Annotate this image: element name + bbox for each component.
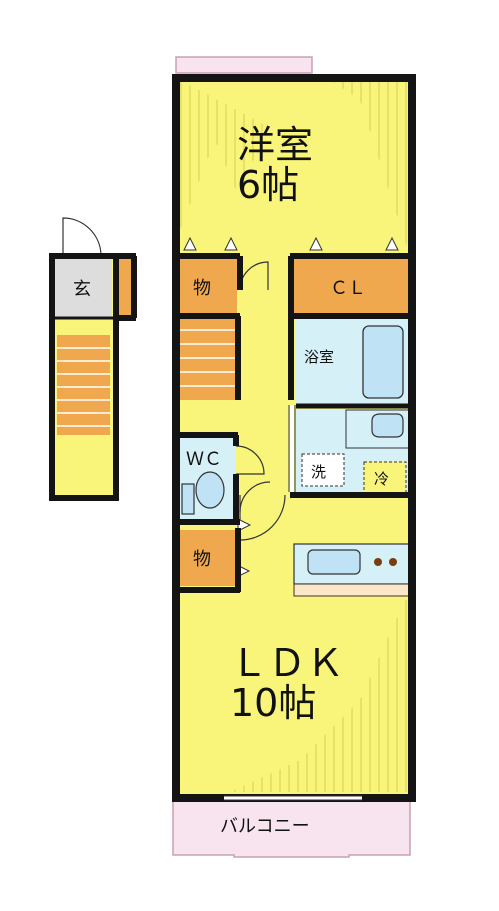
window-gaps: [224, 405, 362, 800]
closet-room: [294, 258, 411, 314]
ldk-size: 10帖: [230, 681, 316, 725]
kitchen-counter-edge: [293, 583, 410, 597]
washer-space: [301, 453, 345, 487]
kitchen-sink-icon: [307, 549, 361, 575]
entrance-label: 玄: [73, 279, 91, 300]
storage-lower-label: 物: [193, 549, 211, 570]
balcony-label: バルコニー: [220, 816, 310, 837]
entrance-stairs: [57, 335, 110, 435]
toilet-tank-icon: [181, 483, 195, 515]
western-room-hatch-right: [330, 80, 408, 250]
lower-balcony: [172, 796, 411, 858]
washer-label: 洗: [311, 463, 326, 481]
storage-lower-room: [177, 530, 237, 586]
ldk-hatch: [230, 600, 408, 792]
stove-burner-icon: [389, 558, 397, 566]
toilet-label: ＷＣ: [186, 449, 222, 470]
upper-balcony: [175, 56, 313, 74]
western-room-name: 洋室: [237, 123, 313, 167]
entrance-genkan: [54, 257, 112, 317]
door-swings: [62, 217, 286, 541]
toilet-bowl-icon: [195, 471, 225, 509]
stair-treads: [57, 329, 235, 427]
fridge-label: 冷: [374, 470, 389, 488]
bathroom-label: 浴室: [304, 348, 334, 366]
fridge-space: [363, 461, 407, 495]
bathtub-icon: [362, 325, 404, 399]
stove-burner-icon: [374, 558, 382, 566]
western-room-size: 6帖: [237, 163, 299, 207]
window-lines: [224, 405, 362, 801]
washbasin-icon: [371, 413, 404, 438]
storage-upper-room: [177, 258, 237, 314]
closet-label: ＣＬ: [330, 278, 366, 299]
storage-upper-label: 物: [193, 278, 211, 299]
ldk-name: ＬＤＫ: [230, 641, 344, 685]
western-room-hatch: [180, 80, 265, 230]
